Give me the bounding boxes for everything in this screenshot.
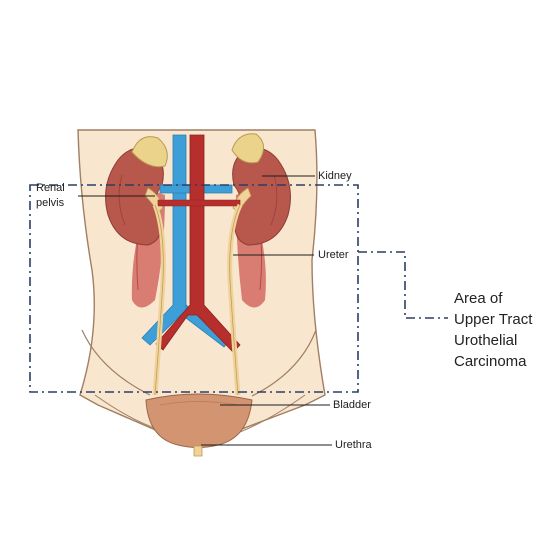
leader-lines — [78, 175, 332, 446]
urethra — [193, 445, 203, 457]
renal-pelvis-label-line-1: Renal — [36, 182, 65, 194]
ureters — [152, 203, 243, 396]
callout-line-3: Urothelial — [454, 332, 518, 349]
callout-line-2: Upper Tract — [454, 311, 533, 328]
urethra-label: Urethra — [335, 439, 373, 451]
upper-tract-callout: Area of Upper Tract Urothelial Carcinoma — [454, 288, 550, 372]
kidney-label: Kidney — [318, 170, 352, 182]
ureter-label: Ureter — [318, 249, 349, 261]
callout-connector — [358, 251, 448, 319]
upper-tract-region-box — [29, 184, 359, 393]
renal-pelvis-label: Renal pelvis — [36, 182, 68, 209]
callout-line-1: Area of — [454, 290, 503, 307]
adrenal-glands — [131, 133, 264, 168]
bladder-label: Bladder — [333, 399, 371, 411]
renal-pelvis-label-line-2: pelvis — [36, 197, 65, 209]
callout-line-4: Carcinoma — [454, 353, 527, 370]
bladder — [145, 393, 253, 448]
